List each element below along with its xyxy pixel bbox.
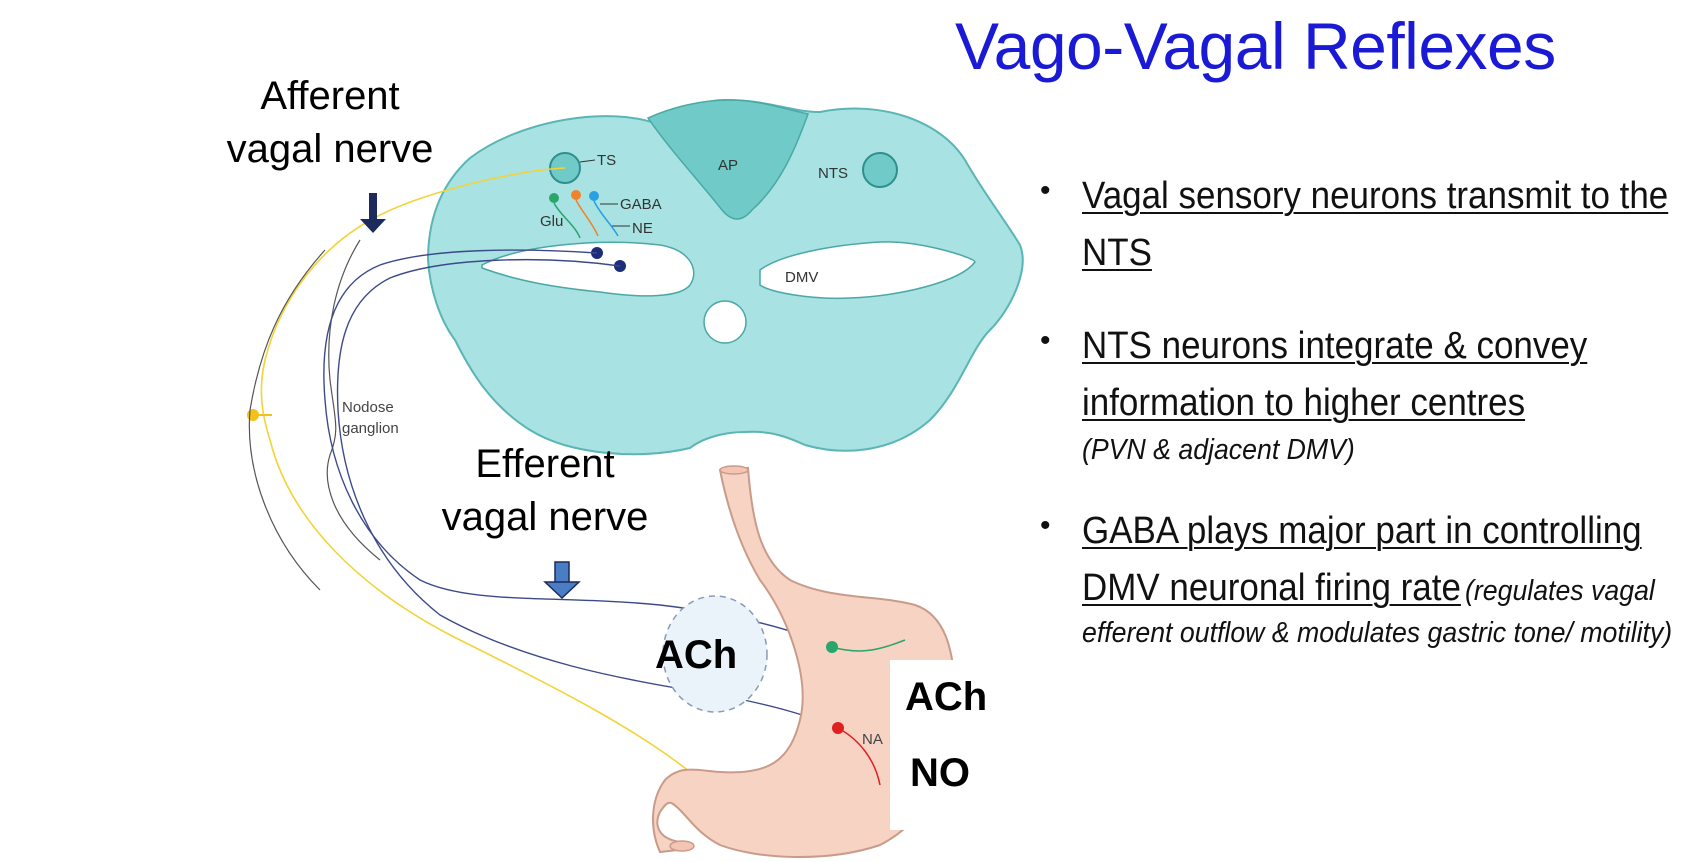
ap-label: AP: [718, 157, 738, 174]
bullet-item: • GABA plays major part in controlling D…: [1040, 503, 1680, 650]
nts-neurons: [549, 190, 626, 272]
afferent-fiber: [260, 167, 746, 793]
nts-nucleus: [862, 152, 898, 188]
ne-label: NE: [632, 220, 653, 237]
enteric-ganglion-outline: [662, 595, 768, 713]
glu-label: Glu: [540, 213, 563, 230]
slide-title: Vago-Vagal Reflexes: [955, 9, 1556, 83]
gaba-label: GABA: [620, 196, 662, 213]
gaba-neuron: [571, 190, 581, 200]
dmv-left-lane: [481, 241, 695, 297]
afferent-nerve-label: Afferent vagal nerve: [180, 70, 480, 176]
bullet-note: (regulates vagal efferent outflow & modu…: [1082, 575, 1673, 649]
efferent-arrow-icon: [543, 561, 581, 600]
afferent-arrow-icon: [360, 193, 386, 233]
bullet-list: • Vagal sensory neurons transmit to the …: [1040, 168, 1680, 686]
nodose-ganglion-outline: [248, 249, 326, 591]
efferent-label-line1: Efferent: [475, 442, 615, 486]
no-label: NO: [910, 751, 970, 795]
afferent-label-line1: Afferent: [260, 74, 400, 118]
afferent-label-line2: vagal nerve: [226, 126, 434, 171]
nodose-cell-body: [247, 409, 259, 421]
efferent-nerve-label: Efferent vagal nerve: [405, 438, 685, 544]
na-label: NA: [862, 731, 883, 748]
bullet-dot-icon: •: [1040, 509, 1051, 542]
central-canal: [703, 300, 747, 344]
area-postrema: [646, 99, 809, 220]
ts-label: TS: [597, 152, 616, 169]
ne-neuron: [589, 191, 599, 201]
stomach: [652, 466, 957, 858]
dmv-right-lane: [759, 241, 976, 300]
bullet-text: GABA plays major part in controlling DMV…: [1082, 510, 1642, 609]
nts-label: NTS: [818, 165, 848, 182]
efferent-label-line2: vagal nerve: [441, 494, 649, 539]
nodose-label-2: ganglion: [342, 420, 399, 437]
bullet-dot-icon: •: [1040, 174, 1051, 207]
nodose-label-1: Nodose: [342, 399, 394, 416]
bullet-note: (PVN & adjacent DMV): [1082, 434, 1355, 466]
bullet-item: • NTS neurons integrate & convey informa…: [1040, 318, 1680, 467]
dmv-label: DMV: [785, 269, 818, 286]
bullet-dot-icon: •: [1040, 324, 1051, 357]
esophagus-top: [719, 465, 749, 475]
bullet-item: • Vagal sensory neurons transmit to the …: [1040, 168, 1680, 282]
bullet-text: Vagal sensory neurons transmit to the NT…: [1082, 175, 1669, 274]
duodenum-end: [669, 840, 695, 852]
glu-neuron: [549, 193, 559, 203]
ach-label-left: ACh: [655, 633, 737, 677]
bullet-text: NTS neurons integrate & convey informati…: [1082, 325, 1588, 424]
ach-label-right: ACh: [905, 675, 987, 719]
efferent-fiber-1: [323, 249, 831, 646]
